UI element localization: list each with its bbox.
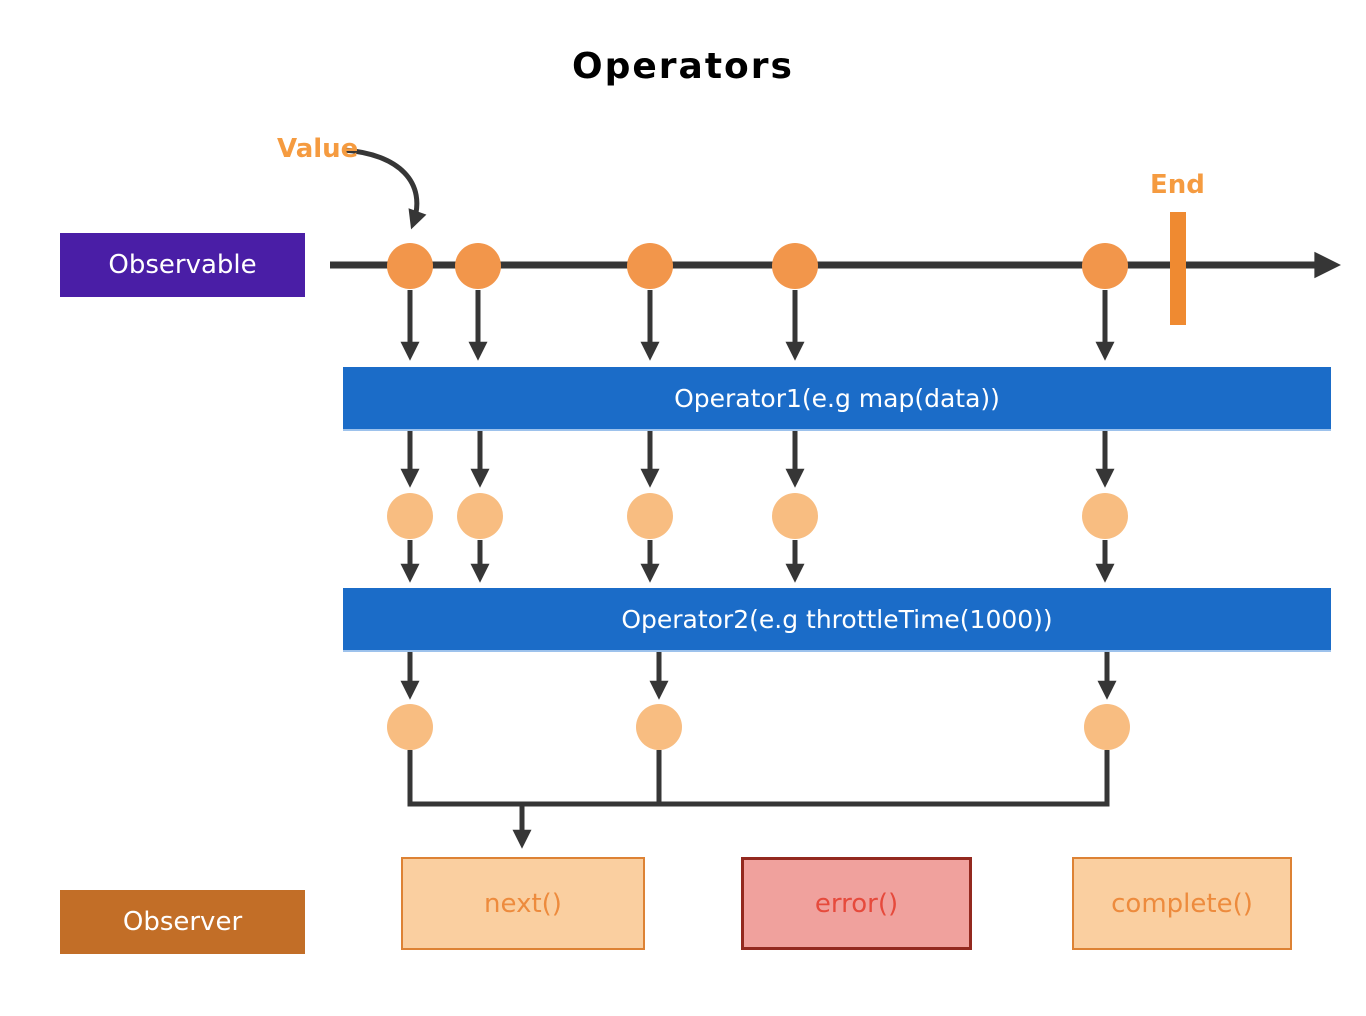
operator1-bar: Operator1(e.g map(data)): [343, 367, 1331, 431]
observer-box: Observer: [60, 890, 305, 954]
observable-box: Observable: [60, 233, 305, 297]
complete-callback-box: complete(): [1072, 857, 1292, 950]
throttled-dot: [387, 704, 433, 750]
operator2-bar: Operator2(e.g throttleTime(1000)): [343, 588, 1331, 652]
operator1-label: Operator1(e.g map(data)): [674, 383, 1000, 413]
value-label: Value: [277, 134, 359, 164]
value-dot: [1082, 243, 1128, 289]
arrows-operator1-to-dots: [400, 431, 1115, 488]
error-callback-box: error(): [741, 857, 972, 950]
next-callback-box: next(): [401, 857, 645, 950]
value-dot: [455, 243, 501, 289]
observable-label: Observable: [108, 250, 257, 280]
next-label: next(): [484, 888, 562, 919]
value-dot: [772, 243, 818, 289]
mapped-dot: [1082, 493, 1128, 539]
page-title: Operators: [572, 46, 794, 87]
complete-label: complete(): [1111, 888, 1253, 919]
mapped-dot: [457, 493, 503, 539]
operator2-label: Operator2(e.g throttleTime(1000)): [621, 604, 1053, 634]
end-marker-bar: [1170, 212, 1186, 325]
value-dot: [627, 243, 673, 289]
arrows-to-operator2: [400, 540, 1115, 583]
mapped-dot: [387, 493, 433, 539]
end-label: End: [1150, 170, 1205, 200]
observer-label: Observer: [122, 907, 243, 937]
mapped-dot: [627, 493, 673, 539]
value-dot: [387, 243, 433, 289]
throttled-dot: [636, 704, 682, 750]
arrows-operator2-to-dots: [400, 651, 1117, 700]
error-label: error(): [814, 888, 899, 919]
throttled-dot: [1084, 704, 1130, 750]
mapped-dot: [772, 493, 818, 539]
stream-connector: [407, 750, 1110, 807]
arrows-to-operator1: [400, 290, 1115, 361]
